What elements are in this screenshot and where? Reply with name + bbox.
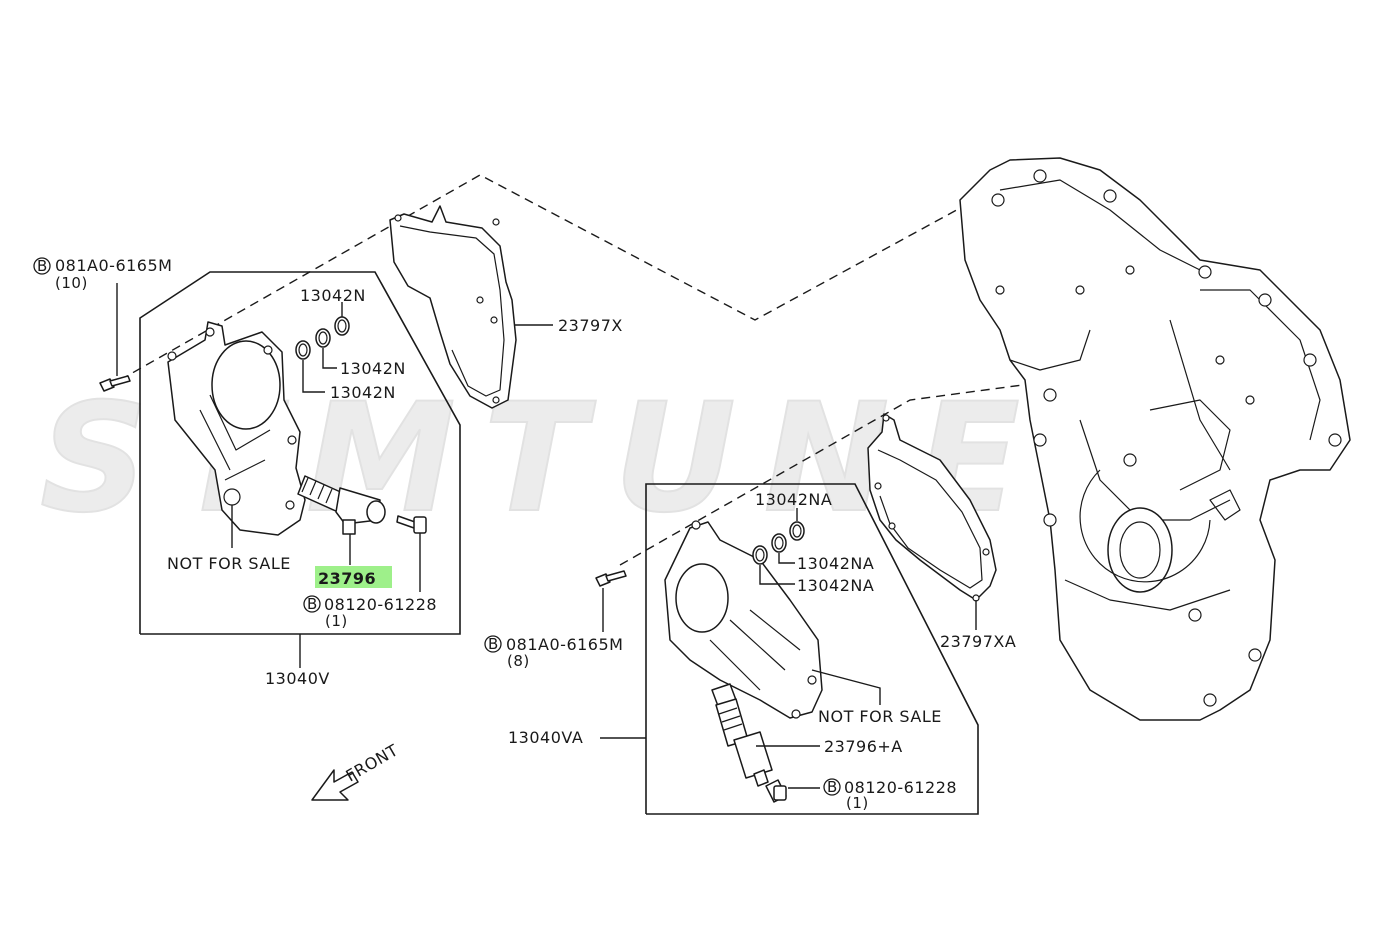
right-assembly-box [645, 483, 979, 815]
left-screw-qty: (1) [325, 612, 348, 630]
right-screw-qty: (1) [846, 794, 869, 812]
svg-text:B: B [307, 595, 318, 613]
right-ring-low-label: 13042NA [797, 576, 874, 595]
right-ring-top-label: 13042NA [755, 490, 832, 509]
left-ring-top-icon[interactable] [334, 316, 350, 336]
right-bolt-badge: B [484, 635, 502, 653]
right-gasket-icon[interactable] [867, 413, 997, 602]
right-bolt-code: 081A0-6165M [506, 635, 623, 654]
right-bolt-qty: (8) [507, 652, 530, 670]
left-screw-code: 08120-61228 [324, 595, 437, 614]
left-ring-mid-icon[interactable] [315, 328, 331, 348]
left-ring-low-icon[interactable] [295, 340, 311, 360]
left-screw-badge: B [303, 595, 321, 613]
right-solenoid-label[interactable]: 23796+A [824, 737, 903, 756]
right-dashed-guide [619, 379, 1061, 566]
left-bolt-qty: (10) [55, 274, 88, 292]
left-not-for-sale: NOT FOR SALE [167, 554, 291, 573]
right-ring-top-icon[interactable] [789, 521, 805, 541]
left-ring-mid-leader [322, 348, 337, 369]
left-ring-low-leader [302, 360, 325, 393]
left-assembly-label: 13040V [265, 669, 330, 688]
right-gasket-label: 23797XA [940, 632, 1016, 651]
right-ring-low-icon[interactable] [752, 545, 768, 565]
svg-text:B: B [37, 257, 48, 275]
svg-text:B: B [488, 635, 499, 653]
right-not-for-sale: NOT FOR SALE [818, 707, 942, 726]
left-gasket-icon[interactable] [389, 205, 517, 409]
right-ring-low-leader [759, 565, 795, 585]
right-ring-mid-icon[interactable] [771, 533, 787, 553]
timing-cover-icon [959, 157, 1351, 721]
right-screw-icon[interactable] [765, 779, 787, 803]
right-assembly-label: 13040VA [508, 728, 583, 747]
svg-text:B: B [827, 778, 838, 796]
left-ring-low-label: 13042N [330, 383, 396, 402]
left-bolt-code: 081A0-6165M [55, 256, 172, 275]
right-ring-mid-label: 13042NA [797, 554, 874, 573]
right-screw-badge: B [823, 778, 841, 796]
right-ring-mid-leader [778, 553, 795, 564]
front-arrow-icon [311, 769, 359, 801]
left-ring-mid-label: 13042N [340, 359, 406, 378]
left-solenoid-label[interactable]: 23796 [318, 569, 376, 588]
front-label: FRONT [343, 740, 402, 785]
left-bolt-icon[interactable] [99, 375, 131, 392]
left-bolt-badge: B [33, 257, 51, 275]
right-bolt-icon[interactable] [595, 570, 627, 587]
left-assembly-box [139, 271, 461, 635]
highlight-23796 [315, 566, 392, 588]
left-solenoid-icon[interactable] [297, 475, 386, 535]
right-solenoid-icon[interactable] [711, 683, 773, 787]
right-cover-icon [664, 520, 823, 719]
left-assembly-group: B 081A0-6165M (10) 13042N 13042N 13042N … [33, 174, 976, 688]
left-gasket-label: 23797X [558, 316, 623, 335]
right-nfs-leader [811, 669, 881, 705]
left-ring-top-label: 13042N [300, 286, 366, 305]
right-screw-code: 08120-61228 [844, 778, 957, 797]
left-cover-icon [167, 321, 306, 536]
right-assembly-group: 13042NA 13042NA 13042NA 23797XA B 081A0-… [484, 379, 1061, 815]
